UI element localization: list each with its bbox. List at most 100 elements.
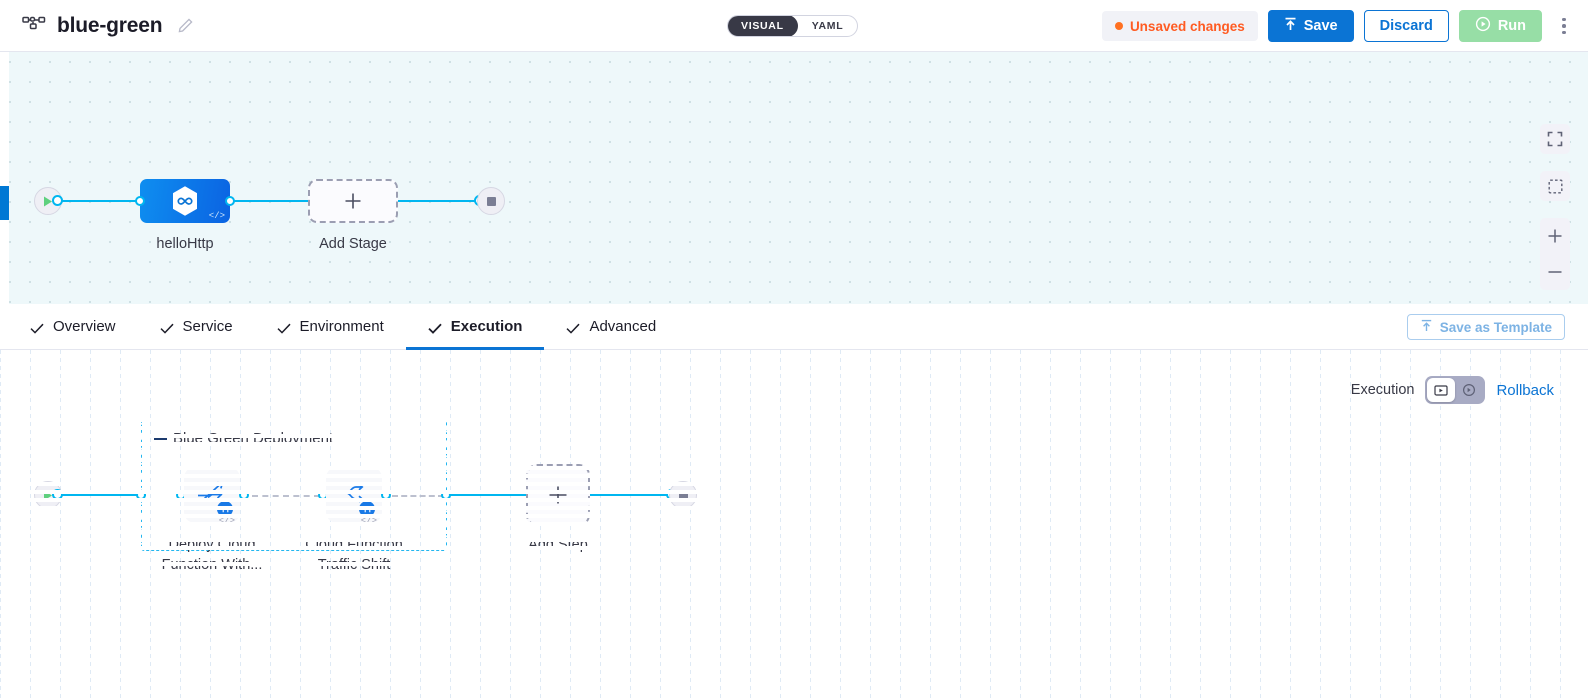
edge-group-to-add-step	[447, 494, 530, 497]
canvas-tools-group	[1540, 124, 1570, 290]
run-button-label: Run	[1497, 18, 1526, 34]
step-group-title-label: Blue Green Deployment	[173, 430, 334, 447]
tab-environment-label: Environment	[299, 318, 384, 335]
run-button[interactable]: Run	[1458, 10, 1542, 42]
selection-box-icon[interactable]	[1540, 171, 1570, 201]
execution-end-node[interactable]	[669, 481, 697, 509]
fullscreen-icon[interactable]	[1540, 124, 1570, 154]
save-button-label: Save	[1303, 18, 1338, 34]
discard-button-label: Discard	[1379, 18, 1433, 34]
pipeline-end-node[interactable]	[477, 187, 505, 215]
edge-dashed-2	[252, 495, 320, 497]
stage-node-hellohttp[interactable]: </>	[140, 179, 230, 223]
execution-steps-canvas[interactable]: Execution Rollback	[0, 350, 1588, 699]
upload-template-icon	[1420, 319, 1433, 335]
save-button[interactable]: Save	[1267, 10, 1354, 42]
rollback-view-icon[interactable]	[1455, 378, 1483, 402]
pencil-icon[interactable]	[177, 17, 194, 34]
step-1-output-port[interactable]	[239, 490, 249, 500]
plus-icon	[345, 193, 361, 209]
step-2-output-port[interactable]	[381, 490, 391, 500]
more-vertical-icon[interactable]	[1554, 10, 1574, 42]
step-2-label: Cloud Function Traffic Shift	[294, 535, 414, 575]
step-node-cloud-function-traffic-shift[interactable]: </>	[326, 467, 382, 526]
view-mode-toggle[interactable]: VISUAL YAML	[727, 15, 859, 37]
add-stage-label: Add Stage	[319, 236, 387, 252]
config-tabs: Overview Service Environment Execution	[0, 304, 678, 350]
deploy-function-icon	[195, 478, 229, 513]
zoom-in-icon[interactable]	[1540, 218, 1570, 254]
unsaved-changes-label: Unsaved changes	[1129, 18, 1245, 34]
status-badge-unsaved: Unsaved changes	[1101, 11, 1258, 41]
code-marker-icon: </>	[218, 516, 235, 526]
zoom-controls-group	[1540, 218, 1570, 290]
upload-icon	[1284, 17, 1297, 35]
check-icon	[30, 321, 44, 334]
tab-execution[interactable]: Execution	[405, 304, 545, 350]
code-marker-icon: </>	[360, 516, 377, 526]
tab-environment[interactable]: Environment	[255, 304, 406, 350]
stage-output-port[interactable]	[225, 196, 235, 206]
pipeline-nodes-icon	[22, 16, 46, 36]
save-as-template-label: Save as Template	[1439, 319, 1552, 335]
save-as-template-button[interactable]: Save as Template	[1406, 314, 1565, 340]
stop-icon	[477, 187, 505, 215]
step-1-label-line1: Deploy Cloud	[168, 537, 256, 553]
stage-label-hellohttp: helloHttp	[156, 236, 214, 252]
step-2-label-line1: Cloud Function	[305, 537, 403, 553]
execution-start-port[interactable]	[52, 489, 63, 500]
page-title: blue-green	[57, 13, 163, 37]
app-header: blue-green VISUAL YAML Unsaved changes	[0, 0, 1588, 52]
edge-dashed-4	[392, 495, 444, 497]
rollback-link[interactable]: Rollback	[1496, 381, 1554, 399]
add-step-button[interactable]	[526, 464, 590, 526]
plus-icon	[549, 486, 567, 504]
tab-overview-label: Overview	[53, 318, 116, 335]
play-circle-icon	[1475, 16, 1491, 36]
check-icon	[277, 321, 291, 334]
harness-badge	[359, 501, 375, 517]
step-node-deploy-cloud-function[interactable]: </>	[184, 467, 240, 526]
add-stage-button[interactable]	[308, 179, 398, 223]
traffic-shift-icon	[337, 478, 371, 513]
tab-service[interactable]: Service	[138, 304, 255, 350]
execution-label: Execution	[1350, 382, 1415, 398]
check-icon	[428, 321, 442, 334]
tab-visual-mode[interactable]: VISUAL	[728, 16, 798, 36]
header-actions: Unsaved changes Save Discard	[1101, 0, 1574, 52]
execution-view-icon[interactable]	[1427, 378, 1456, 402]
zoom-out-icon[interactable]	[1540, 254, 1570, 290]
step-2-label-line2: Traffic Shift	[317, 557, 391, 573]
edge-stage-to-add	[222, 200, 318, 203]
tab-overview[interactable]: Overview	[30, 304, 138, 350]
tab-execution-label: Execution	[450, 318, 523, 335]
edge-start-to-group	[56, 494, 146, 497]
discard-button[interactable]: Discard	[1363, 10, 1449, 42]
tab-advanced[interactable]: Advanced	[544, 304, 678, 350]
collapse-icon[interactable]	[154, 437, 167, 440]
start-node-port[interactable]	[52, 195, 63, 206]
check-icon	[159, 321, 174, 334]
edge-start-to-stage	[56, 200, 146, 203]
tab-yaml-mode[interactable]: YAML	[811, 20, 844, 32]
pipeline-stages-canvas[interactable]: </> helloHttp Add Stage	[0, 52, 1588, 304]
harness-badge	[217, 501, 233, 517]
status-dot-icon	[1114, 22, 1123, 30]
group-input-port[interactable]	[136, 490, 146, 500]
tab-advanced-label: Advanced	[589, 318, 657, 335]
check-icon	[566, 321, 580, 334]
step-1-label-line2: Function With...	[161, 557, 263, 573]
execution-rollback-toggle[interactable]	[1425, 376, 1486, 404]
edge-add-step-to-end	[590, 494, 672, 497]
stage-input-port[interactable]	[135, 196, 145, 206]
edge-add-to-end	[390, 200, 480, 203]
config-tabs-bar: Overview Service Environment Execution	[0, 304, 1588, 350]
add-step-label: Add Step	[528, 537, 588, 553]
stop-icon	[669, 481, 697, 509]
group-output-port[interactable]	[441, 490, 451, 500]
step-1-label: Deploy Cloud Function With...	[152, 535, 272, 575]
step-group-blue-green-deployment[interactable]: Blue Green Deployment	[141, 419, 447, 551]
tab-service-label: Service	[182, 318, 233, 335]
step-group-title: Blue Green Deployment	[154, 430, 333, 447]
